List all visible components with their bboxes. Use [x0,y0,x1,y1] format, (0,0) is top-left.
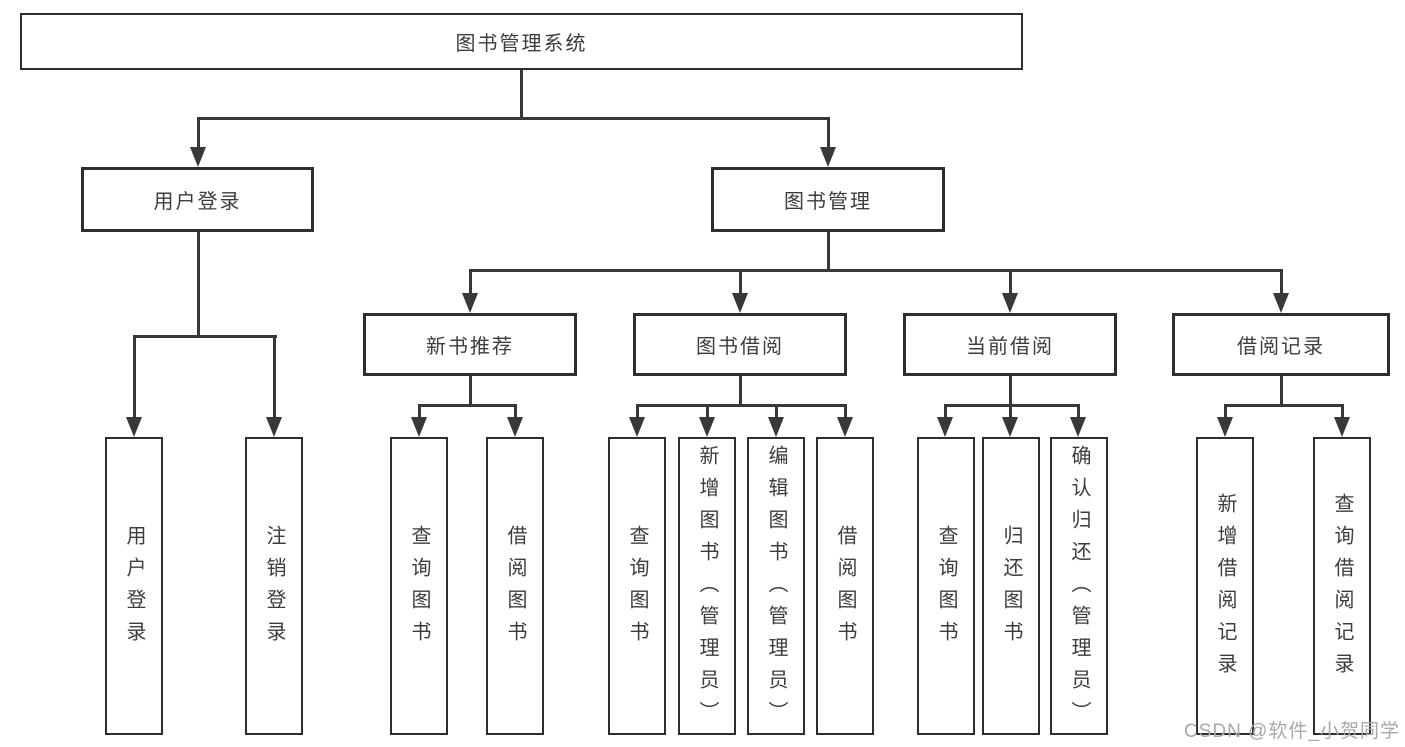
connector-vline [520,69,523,118]
connector-hline [469,269,1282,272]
connector-vline [1224,404,1227,421]
connector-vline [418,404,421,421]
node-new-book-recommendation: 新书推荐 [363,313,577,376]
arrowhead-down-icon [1070,417,1086,437]
arrowhead-down-icon [629,417,645,437]
connector-vline [636,404,639,421]
arrowhead-down-icon [768,417,784,437]
connector-vline [514,404,517,421]
leaf-confirm-return-admin: 确认归还（管理员） [1050,437,1108,735]
arrowhead-down-icon [820,147,836,167]
connector-vline [197,232,200,338]
arrowhead-down-icon [732,293,748,313]
connector-vline [133,335,136,421]
connector-vline [1280,376,1283,406]
connector-hline [197,117,830,120]
connector-hline [133,335,277,338]
connector-vline [706,404,709,421]
leaf-edit-book-admin: 编辑图书（管理员） [747,437,805,735]
connector-vline [1009,376,1012,406]
arrowhead-down-icon [837,417,853,437]
leaf-user-login: 用户登录 [105,437,163,735]
connector-vline [469,376,472,406]
node-book-management: 图书管理 [711,167,945,232]
connector-vline [739,269,742,297]
arrowhead-down-icon [699,417,715,437]
connector-vline [739,376,742,406]
node-current-borrowing: 当前借阅 [903,313,1117,376]
leaf-add-book-admin: 新增图书（管理员） [678,437,736,735]
connector-hline [418,404,517,407]
node-root: 图书管理系统 [20,13,1023,70]
arrowhead-down-icon [1002,417,1018,437]
connector-vline [469,269,472,297]
leaf-logout: 注销登录 [245,437,303,735]
leaf-add-borrow-record: 新增借阅记录 [1196,437,1254,735]
connector-hline [1224,404,1344,407]
connector-vline [827,117,830,151]
leaf-query-borrow-record: 查询借阅记录 [1313,437,1371,735]
arrowhead-down-icon [126,417,142,437]
connector-vline [944,404,947,421]
arrowhead-down-icon [1273,293,1289,313]
arrowhead-down-icon [266,417,282,437]
connector-vline [827,232,830,271]
arrowhead-down-icon [190,147,206,167]
connector-vline [775,404,778,421]
leaf-query-books-current: 查询图书 [917,437,975,735]
leaf-borrow-books-borrowing: 借阅图书 [816,437,874,735]
arrowhead-down-icon [937,417,953,437]
connector-hline [944,404,1080,407]
connector-vline [1280,269,1283,297]
node-borrowing-records: 借阅记录 [1172,313,1390,376]
arrowhead-down-icon [462,293,478,313]
connector-vline [197,117,200,151]
arrowhead-down-icon [507,417,523,437]
connector-vline [1009,269,1012,297]
arrowhead-down-icon [1002,293,1018,313]
arrowhead-down-icon [1217,417,1233,437]
connector-vline [844,404,847,421]
connector-vline [1009,404,1012,421]
leaf-query-books-recommend: 查询图书 [390,437,448,735]
node-book-borrowing: 图书借阅 [633,313,847,376]
connector-vline [273,335,276,421]
leaf-query-books-borrowing: 查询图书 [608,437,666,735]
leaf-return-book: 归还图书 [982,437,1040,735]
connector-hline [636,404,847,407]
arrowhead-down-icon [411,417,427,437]
csdn-watermark: CSDN @软件_小贺同学 [1184,721,1400,742]
arrowhead-down-icon [1334,417,1350,437]
connector-vline [1341,404,1344,421]
node-user-login: 用户登录 [81,167,314,232]
connector-vline [1077,404,1080,421]
leaf-borrow-books-recommend: 借阅图书 [486,437,544,735]
